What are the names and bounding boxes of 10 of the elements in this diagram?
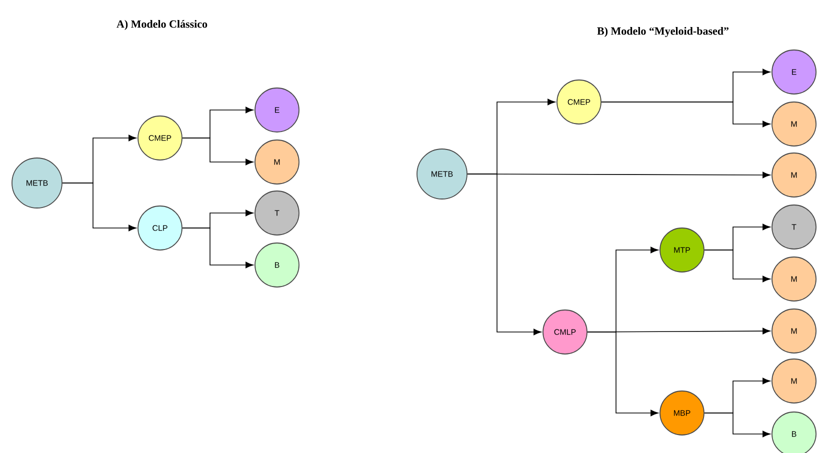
arrow [704,250,770,282]
arrow [62,182,136,232]
panel-title: A) Modelo Clássico [116,20,208,30]
arrow [704,412,770,438]
arrow [601,102,770,128]
arrow [467,172,770,178]
arrow [587,328,770,334]
arrow [182,228,254,268]
panel-title: B) Modelo “Myeloid-based” [597,27,728,37]
arrow [182,138,254,166]
